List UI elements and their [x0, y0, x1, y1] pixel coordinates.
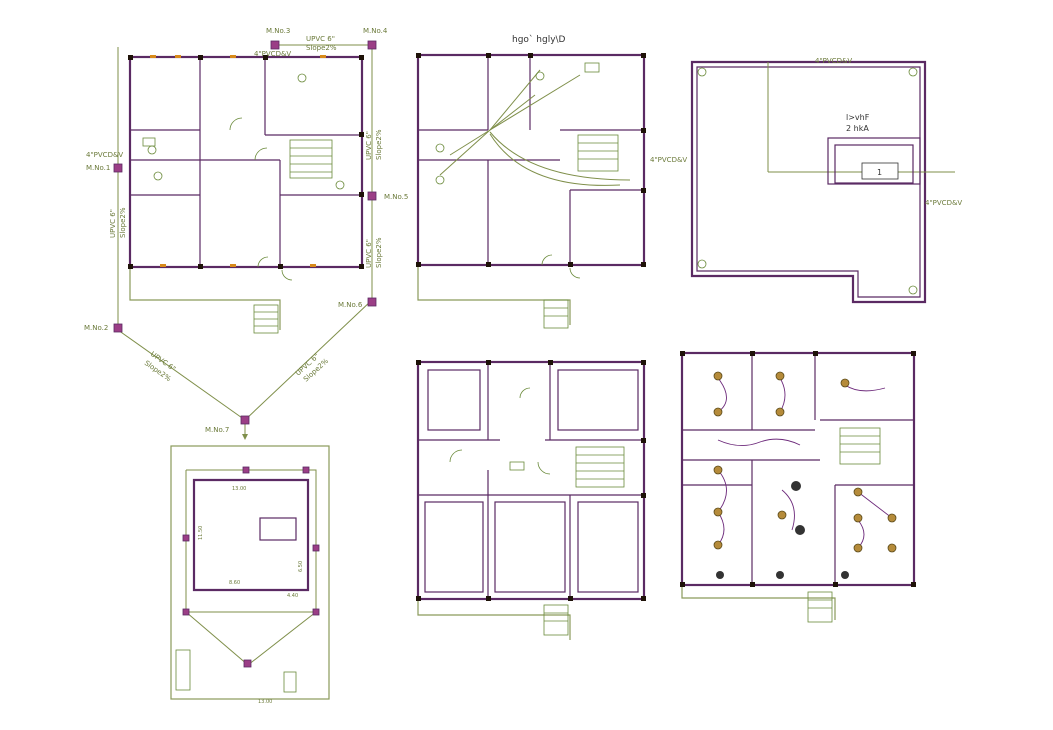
building-outline — [128, 55, 364, 269]
site-building — [192, 478, 310, 592]
site-dim-side: 11.50 — [198, 526, 204, 540]
right-slope-label-1: Slope2% — [375, 129, 383, 160]
right-pipe-label-1: UPVC 6" — [365, 131, 373, 160]
manhole-7-label: M.No.7 — [205, 426, 229, 434]
site-dim-right-2: 4.40 — [287, 593, 298, 599]
manhole-1-label: M.No.1 — [86, 164, 110, 172]
manhole-4-label: M.No.4 — [363, 27, 388, 35]
left-pipe-label: UPVC 6" — [109, 209, 117, 238]
manhole-5-label: M.No.5 — [384, 193, 408, 201]
site-boundary — [170, 445, 330, 700]
plan-title: hgo` hgly\D — [512, 34, 566, 45]
roof-pvc-right-label: 4"PVCD&V — [925, 199, 962, 207]
manhole-1 — [113, 163, 123, 173]
water-supply-plan: hgo` hgly\D — [416, 34, 687, 329]
manhole-3-label: M.No.3 — [266, 27, 290, 35]
roof-pvc-top-label: 4"PVCD&V — [815, 57, 852, 65]
roof-plan: 1 l>vhF 2 hkA 4"PVCD&V 4"PVCD&V — [690, 57, 962, 304]
top-slope-label: Slope2% — [306, 44, 337, 52]
site-dim-right-1: 6.50 — [298, 561, 304, 572]
water-tank — [861, 162, 899, 180]
tank-number: 1 — [877, 168, 882, 177]
manhole-3 — [270, 40, 280, 50]
manhole-6 — [367, 297, 377, 307]
manhole-7 — [240, 415, 250, 425]
manhole-2-label: M.No.2 — [84, 324, 108, 332]
electrical-plan — [680, 351, 916, 623]
top-pipe-label: UPVC 6" — [306, 35, 335, 43]
right-slope-label-2: Slope2% — [375, 237, 383, 268]
manhole-6-label: M.No.6 — [338, 301, 363, 309]
right-pipe-label-2: UPVC 6" — [365, 239, 373, 268]
manhole-4 — [367, 40, 377, 50]
site-dim-top: 13.00 — [232, 486, 246, 492]
layout-plan — [416, 360, 646, 640]
tank-label-1: l>vhF — [846, 113, 870, 122]
roof-outline — [690, 60, 927, 304]
left-slope-label: Slope2% — [119, 207, 127, 238]
drainage-plan: M.No.3 M.No.4 M.No.1 M.No.5 M.No.6 M.No.… — [84, 27, 408, 440]
top-pvc-label: 4"PVCD&V — [254, 50, 291, 58]
right-pvc-label: 4"PVCD&V — [650, 156, 687, 164]
left-pvc-label: 4"PVCD&V — [86, 151, 123, 159]
site-dim-bottom: 13.00 — [258, 699, 272, 705]
site-plan: 13.00 8.60 4.40 6.50 11.50 13.00 — [170, 445, 330, 705]
manhole-5 — [367, 191, 377, 201]
site-dim-inner: 8.60 — [229, 580, 240, 586]
tank-label-2: 2 hkA — [846, 124, 869, 133]
water-tank-base — [827, 137, 921, 185]
manhole-2 — [113, 323, 123, 333]
arrow-down-icon — [242, 434, 248, 440]
